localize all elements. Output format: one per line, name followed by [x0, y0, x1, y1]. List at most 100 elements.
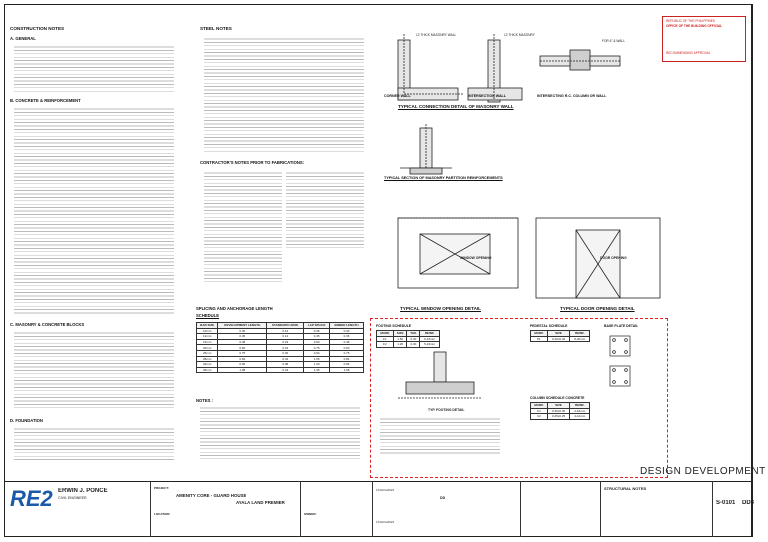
schedule-header: STANDARD HOOK	[266, 322, 305, 329]
partition-caption: TYPICAL SECTION OF MASONRY PARTITION REI…	[384, 176, 503, 180]
svg-text:12 THICK MASONRY WALL: 12 THICK MASONRY WALL	[416, 33, 456, 37]
window-caption: TYPICAL WINDOW OPENING DETAIL	[400, 306, 481, 311]
table-cell: C1	[530, 407, 548, 415]
project-label: PROJECT:	[154, 486, 169, 490]
table-cell: SIZE	[546, 330, 571, 337]
title-block-divider	[150, 481, 151, 537]
window-opening-label: WINDOW OPENING	[460, 256, 492, 260]
table-cell: 0.30	[266, 350, 305, 357]
general-text-block	[14, 44, 174, 92]
table-cell: 0.30	[329, 327, 364, 335]
table-cell: 0.30	[406, 335, 421, 343]
table-cell: 1.08	[217, 366, 268, 374]
table-cell: 5-16mm	[419, 341, 440, 348]
engineer-name: ERWIN J. PONCE	[58, 488, 108, 494]
table-cell: SIZE	[546, 402, 571, 409]
table-cell: 1.20	[392, 341, 408, 348]
title-block	[4, 481, 752, 537]
table-cell: 0.75	[329, 350, 364, 357]
table-cell: REINF.	[569, 330, 590, 337]
intersecting-rc-label: INTERSECTING R.C. COLUMN OR WALL	[537, 94, 607, 98]
table-cell: 1.08	[329, 366, 364, 374]
table-cell: 0.84	[217, 355, 268, 363]
general-heading: A. GENERAL	[10, 36, 36, 41]
table-cell: 0.96	[329, 361, 364, 368]
column-schedule-title: COLUMN SCHEDULE CONCRETE	[530, 396, 585, 400]
table-cell: 0.43	[266, 366, 305, 374]
table-cell: 0.30	[406, 341, 421, 348]
table-cell: MARK	[530, 402, 548, 409]
table-cell: 0.14	[266, 333, 305, 340]
foundation-text-block	[14, 426, 174, 460]
table-cell: REINF.	[419, 330, 440, 337]
table-cell: 0.38	[266, 361, 305, 368]
table-cell: 32mm	[195, 361, 219, 368]
footing-schedule-title: FOOTING SCHEDULE	[376, 324, 412, 328]
table-cell: 28mm	[195, 355, 219, 363]
base-plate-drawing	[609, 335, 631, 387]
sheet-title: STRUCTURAL NOTES	[604, 486, 647, 491]
table-cell: 6-16mm	[419, 335, 440, 343]
contractor-notes-col2	[286, 170, 364, 250]
table-cell: 0.40x0.40	[546, 335, 571, 343]
table-cell: MARK	[530, 330, 548, 337]
table-cell: 0.34	[266, 355, 305, 363]
schedule-header: EMBED LENGTH	[329, 322, 364, 329]
stamp-line1: REPUBLIC OF THE PHILIPPINES	[666, 19, 716, 23]
steel-notes-text-block	[204, 36, 364, 154]
table-cell: 0.19	[266, 338, 305, 346]
table-cell: 20mm	[195, 344, 219, 351]
stamp-line2: OFFICE OF THE BUILDING OFFICIAL	[666, 24, 723, 28]
table-cell: 0.48	[329, 338, 364, 346]
design-development-label: DESIGN DEVELOPMENT	[640, 466, 766, 477]
construction-notes-heading: CONSTRUCTION NOTES	[10, 26, 65, 31]
approval-stamp: REPUBLIC OF THE PHILIPPINES OFFICE OF TH…	[662, 16, 746, 62]
table-cell: 0.30	[217, 327, 268, 335]
table-cell: F2	[376, 341, 394, 348]
table-cell: 4-12mm	[569, 413, 590, 420]
opening-details-drawing	[397, 217, 661, 299]
title-block-divider	[712, 481, 713, 537]
engineer-role: CIVIL ENGINEER	[58, 496, 87, 500]
masonry-text-block	[14, 330, 174, 410]
contractor-notes-col1	[204, 170, 282, 285]
table-cell: 0.24	[266, 344, 305, 351]
sheet-number: S-0101	[716, 500, 736, 506]
masonry-heading: C. MASONRY & CONCRETE BLOCKS	[10, 322, 85, 327]
svg-text:FOR 6" & WALL: FOR 6" & WALL	[602, 39, 625, 43]
project-name: AMENITY CORE - GUARD HOUSE	[176, 493, 247, 498]
intersection-wall-label: INTERSECTION WALL	[468, 94, 506, 98]
masonry-wall-caption: TYPICAL CONNECTION DETAIL OF MASONRY WAL…	[398, 104, 514, 109]
table-cell: 8-20mm	[569, 335, 590, 343]
schedule-header: BAR SIZE	[195, 322, 219, 329]
foundation-heading: D. FOUNDATION	[10, 418, 43, 423]
door-opening-label: DOOR OPENING	[600, 256, 627, 260]
right-strip-divider	[752, 4, 753, 537]
table-cell: 0.12	[266, 327, 305, 335]
table-cell: 0.36	[217, 333, 268, 340]
stamp-line3: RECOMMENDING APPROVAL	[666, 51, 711, 55]
concrete-heading: B. CONCRETE & REINFORCEMENT	[10, 98, 81, 103]
table-cell: MARK	[376, 330, 394, 337]
sheet-border	[4, 4, 752, 537]
title-block-divider	[372, 481, 373, 537]
splice-anchorage-table: BAR SIZE DEVELOPMENT LENGTH STANDARD HOO…	[195, 322, 364, 374]
title-block-divider	[600, 481, 601, 537]
base-plate-title: BASE PLATE DETAIL	[604, 324, 639, 328]
location-label: LOCATION:	[154, 512, 171, 516]
owner-label: OWNER:	[304, 512, 317, 516]
svg-text:12 THICK MASONRY: 12 THICK MASONRY	[504, 33, 536, 37]
